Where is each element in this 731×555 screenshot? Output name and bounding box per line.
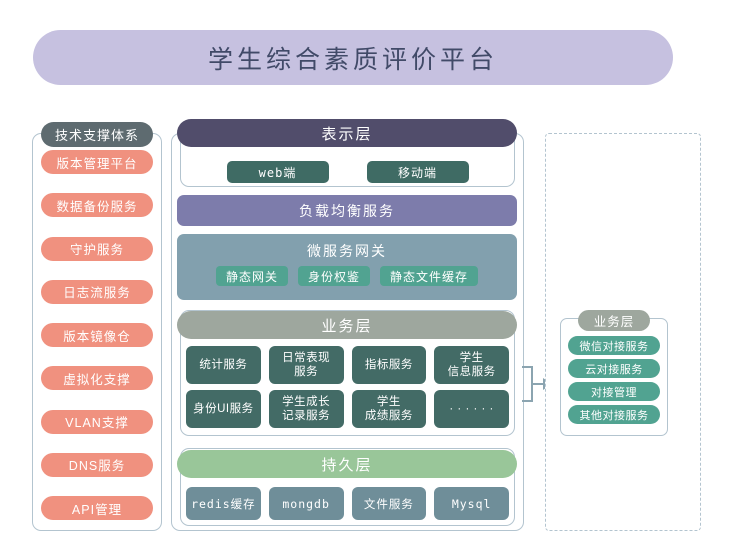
client-web[interactable]: web端 [226, 161, 329, 183]
store-mongodb[interactable]: mongdb [268, 487, 344, 520]
tech-item-log-stream[interactable]: 日志流服务 [41, 279, 153, 304]
tech-item-vlan[interactable]: VLAN支撑 [41, 409, 153, 434]
client-mobile[interactable]: 移动端 [366, 161, 469, 183]
service-student-info[interactable]: 学生 信息服务 [434, 346, 509, 384]
store-mysql[interactable]: Mysql [434, 487, 509, 520]
external-business-header: 业务层 [578, 310, 650, 331]
store-redis[interactable]: redis缓存 [186, 487, 261, 520]
business-layer-header: 业务层 [177, 311, 517, 339]
tech-item-guard-service[interactable]: 守护服务 [41, 236, 153, 261]
tech-support-header: 技术支撑体系 [41, 122, 153, 147]
tech-item-api-management[interactable]: API管理 [41, 496, 153, 520]
store-file-service[interactable]: 文件服务 [351, 487, 427, 520]
service-more-placeholder: · · · · · · [434, 390, 509, 428]
gateway-items: 静态网关 身份权鉴 静态文件缓存 [177, 266, 517, 286]
service-daily-performance[interactable]: 日常表现 服务 [268, 346, 344, 384]
gateway-title: 微服务网关 [307, 243, 387, 259]
gateway-item-static-file-cache[interactable]: 静态文件缓存 [380, 266, 479, 286]
tech-item-dns[interactable]: DNS服务 [41, 452, 153, 477]
load-balance-bar: 负载均衡服务 [177, 195, 517, 226]
service-indicator[interactable]: 指标服务 [351, 346, 427, 384]
tech-support-panel: 版本管理平台 数据备份服务 守护服务 日志流服务 版本镜像仓 虚拟化支撑 VLA… [32, 133, 162, 531]
page-title-banner: 学生综合素质评价平台 [33, 30, 673, 85]
business-service-grid: 统计服务 日常表现 服务 指标服务 学生 信息服务 身份UI服务 学生成长 记录… [180, 346, 515, 428]
external-item-other-integration[interactable]: 其他对接服务 [568, 405, 660, 424]
gateway-item-static-gateway[interactable]: 静态网关 [215, 266, 288, 286]
tech-item-version-management[interactable]: 版本管理平台 [41, 150, 153, 174]
external-business-panel: 微信对接服务 云对接服务 对接管理 其他对接服务 [560, 318, 668, 436]
persistence-store-grid: redis缓存 mongdb 文件服务 Mysql [180, 487, 515, 520]
persistence-layer-header: 持久层 [177, 450, 517, 478]
gateway-item-identity-auth[interactable]: 身份权鉴 [297, 266, 370, 286]
tech-item-virtualization[interactable]: 虚拟化支撑 [41, 366, 153, 391]
service-student-growth-record[interactable]: 学生成长 记录服务 [268, 390, 344, 428]
external-item-integration-management[interactable]: 对接管理 [568, 382, 660, 401]
service-student-score[interactable]: 学生 成绩服务 [351, 390, 427, 428]
service-identity-ui[interactable]: 身份UI服务 [186, 390, 261, 428]
page-title: 学生综合素质评价平台 [207, 45, 498, 74]
service-statistics[interactable]: 统计服务 [186, 346, 261, 384]
external-item-wechat-integration[interactable]: 微信对接服务 [568, 336, 660, 355]
tech-item-data-backup[interactable]: 数据备份服务 [41, 193, 153, 218]
microservice-gateway-box: 微服务网关 静态网关 身份权鉴 静态文件缓存 [177, 234, 517, 300]
presentation-layer-header: 表示层 [177, 119, 517, 147]
external-item-cloud-integration[interactable]: 云对接服务 [568, 359, 660, 378]
presentation-layer-items: web端 移动端 [180, 160, 515, 184]
tech-item-image-repository[interactable]: 版本镜像仓 [41, 323, 153, 347]
